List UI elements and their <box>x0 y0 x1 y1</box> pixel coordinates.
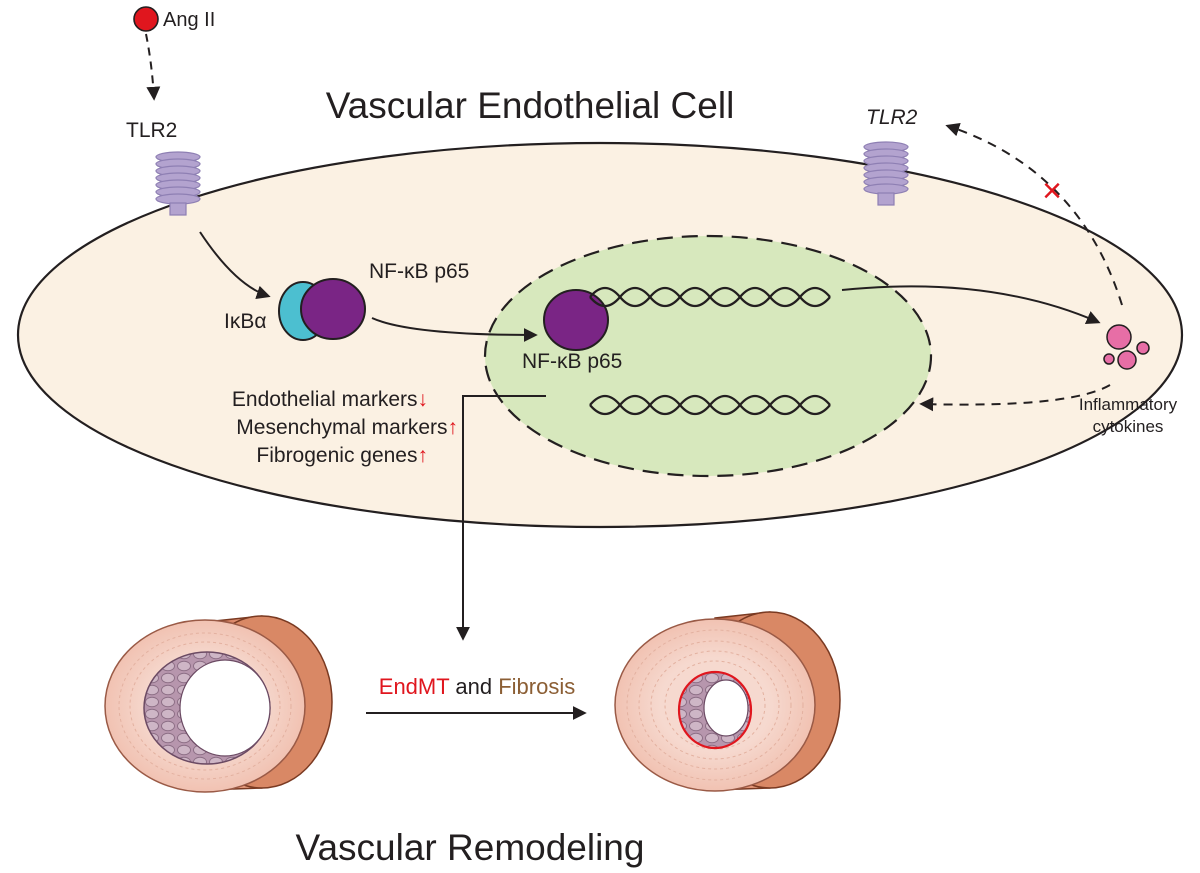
dna-helix-upper <box>589 286 831 308</box>
marker-fibrogenic: Fibrogenic genes↑ <box>256 444 428 467</box>
remodeling-title: Vascular Remodeling <box>296 827 645 868</box>
ang-ii-label: Ang II <box>163 9 215 31</box>
dna-to-cytokines-arrow <box>841 285 1101 324</box>
nfkb-p65-protein-nucleus <box>543 289 609 351</box>
vessel-remodeled <box>614 611 841 792</box>
cytokines-label-line1: Inflammatory <box>1079 395 1178 414</box>
marker-endothelial: Endothelial markers↓ <box>232 388 428 411</box>
ikba-label: IκBα <box>224 310 266 333</box>
nfkb-p65-nucleus-label: NF-κB p65 <box>522 350 622 373</box>
process-label: EndMT and Fibrosis <box>379 674 575 699</box>
ang-ii-to-tlr2-arrow <box>145 33 161 101</box>
tlr2-left-receptor <box>155 151 201 216</box>
cytokines-label-line2: cytokines <box>1093 417 1164 436</box>
nucleus-to-remodeling-arrow <box>456 395 546 641</box>
tlr2-to-complex-arrow <box>199 231 271 300</box>
dna-helix-lower <box>589 394 831 416</box>
cell-title: Vascular Endothelial Cell <box>326 85 735 126</box>
tlr2-right-label: TLR2 <box>866 106 918 129</box>
tlr2-left-label: TLR2 <box>126 119 177 142</box>
cytokines-to-tlr2-arrow <box>945 122 1123 306</box>
tlr2-right-receptor <box>863 141 909 206</box>
blocked-symbol: × <box>1042 172 1062 210</box>
nfkb-p65-protein-cytoplasm <box>300 278 366 340</box>
vessel-normal <box>104 615 333 793</box>
marker-mesenchymal: Mesenchymal markers↑ <box>236 416 458 439</box>
cytokines-to-dna-arrow <box>919 384 1111 412</box>
nfkb-p65-cytoplasm-label: NF-κB p65 <box>369 260 469 283</box>
ang-ii-ligand <box>133 6 159 32</box>
inflammatory-cytokines <box>1103 324 1150 370</box>
complex-to-nucleus-arrow <box>371 317 538 342</box>
